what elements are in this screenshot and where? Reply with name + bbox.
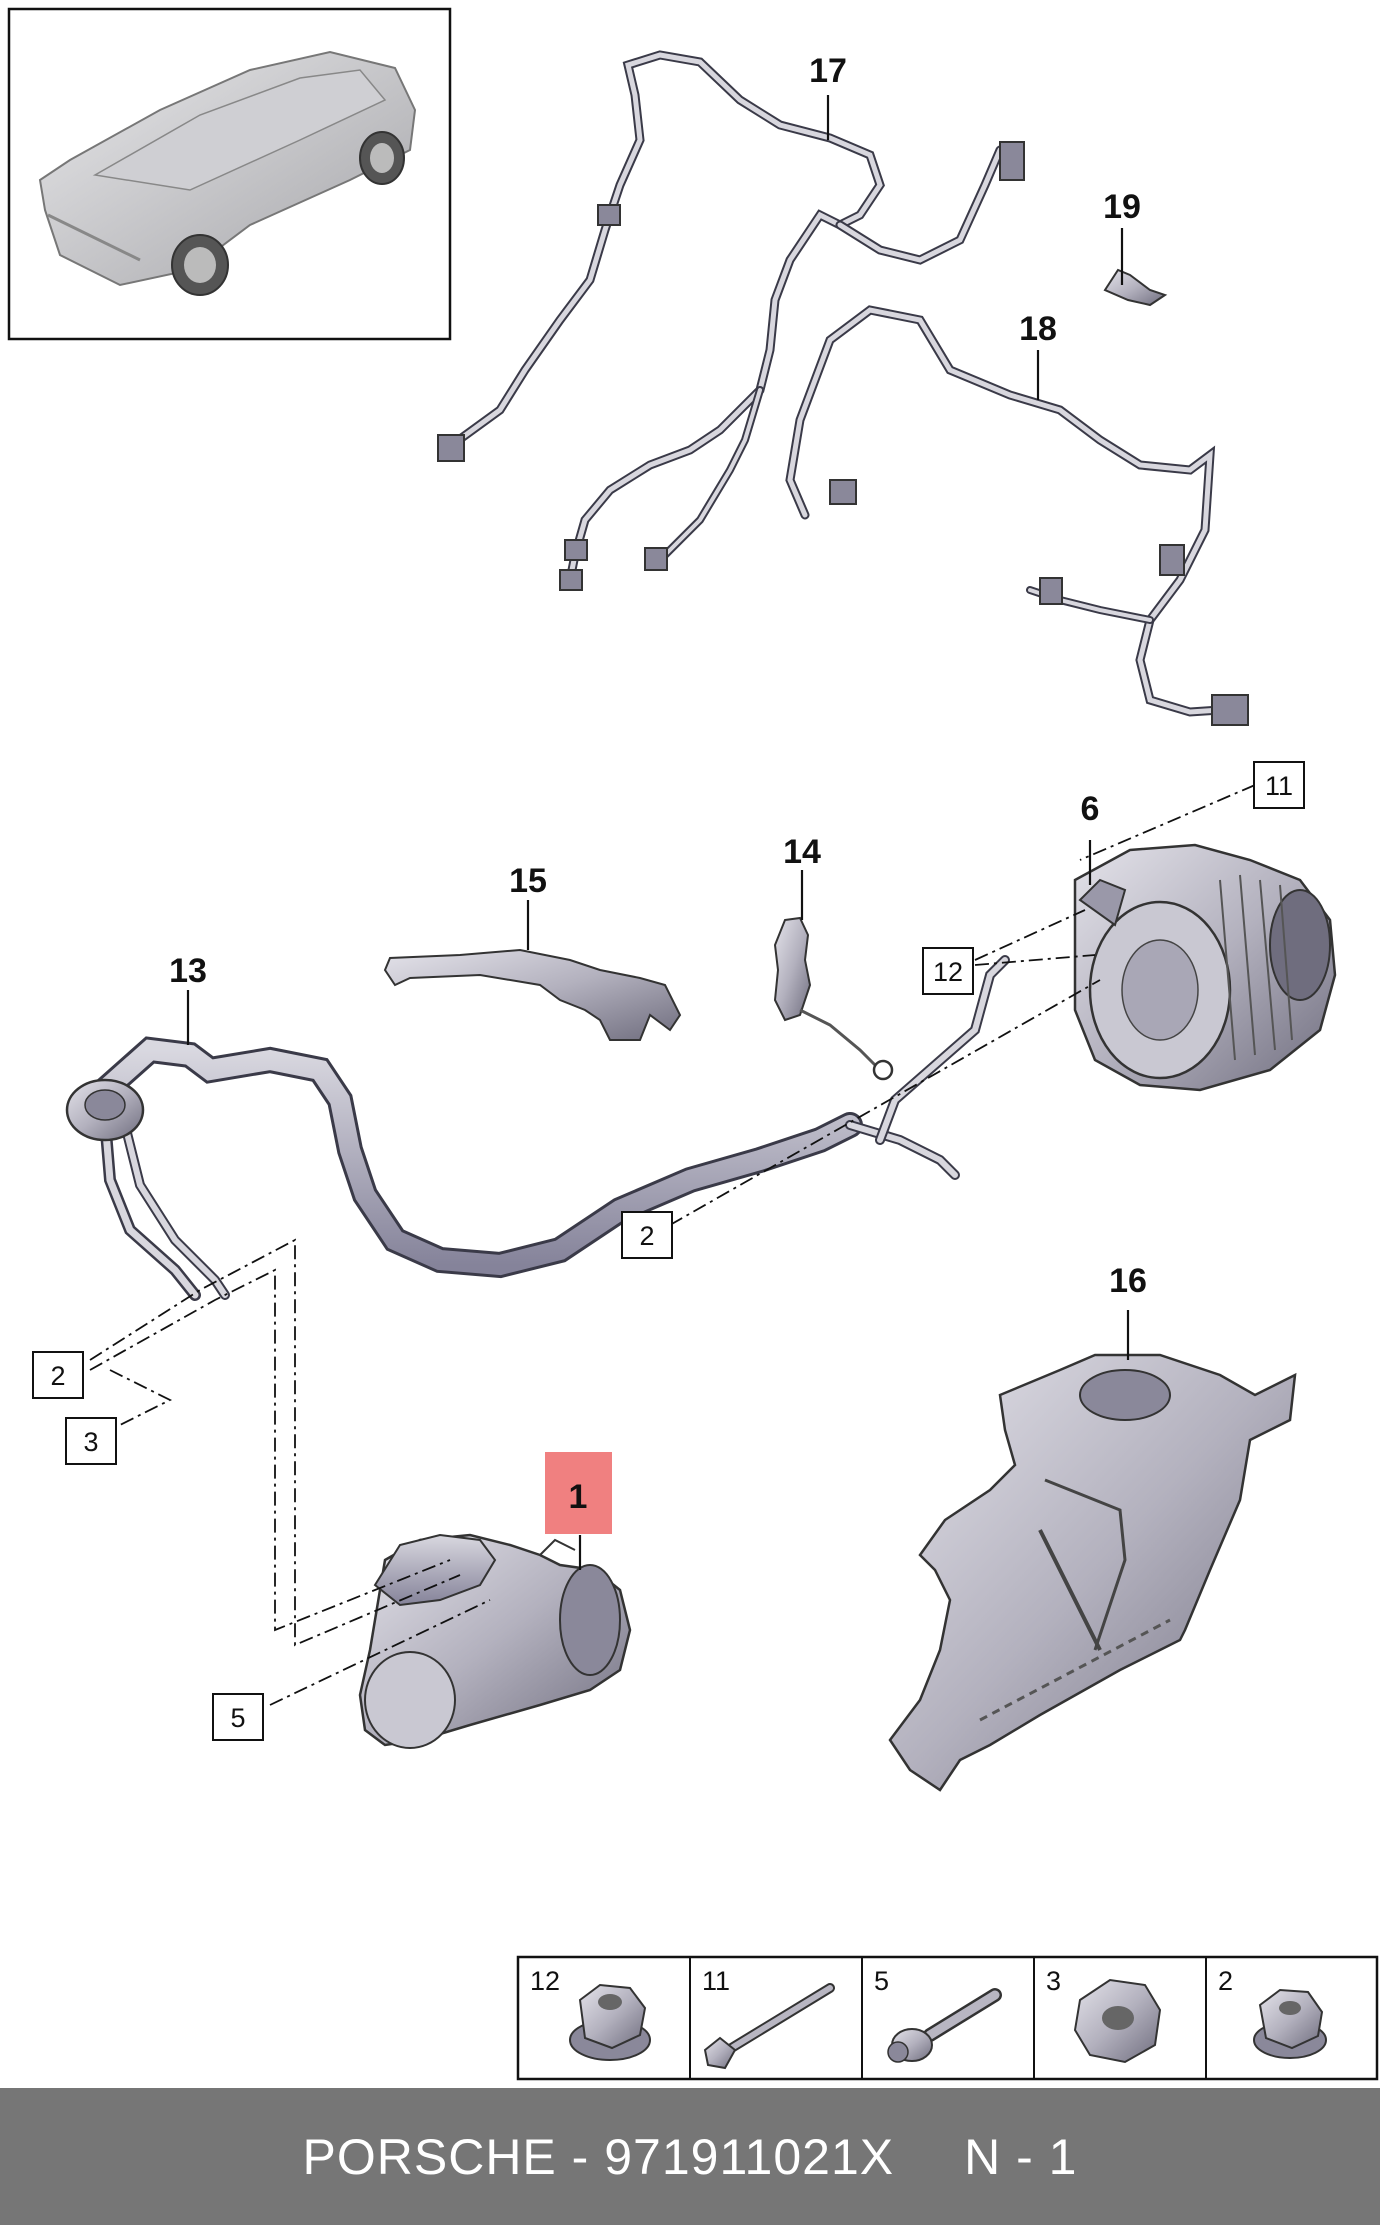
wiring-harness-18 [785,305,1249,726]
battery-cable-13 [65,955,1010,1301]
legend-num-5: 5 [874,1966,889,1996]
box-ref-2b: 2 [50,1361,65,1391]
bracket-15 [383,948,682,1041]
starter-motor-1 [358,1533,632,1749]
callout-18: 18 [1019,310,1057,348]
callout-1: 1 [569,1478,588,1516]
footer-bar: PORSCHE - 971911021X N - 1 [0,2088,1380,2225]
callout-6: 6 [1081,790,1100,828]
fastener-legend: 12 11 5 3 2 [516,1955,1379,2081]
flange-nut-icon [569,1983,651,2061]
box-ref-3: 3 [83,1427,98,1457]
box-ref-11: 11 [1265,771,1293,801]
callout-numbers: 17 18 19 6 14 15 13 16 1 [169,52,1147,1516]
callout-16: 16 [1109,1262,1147,1300]
callout-13: 13 [169,952,207,990]
callout-19: 19 [1103,188,1141,226]
callout-14: 14 [783,833,821,871]
box-ref-5: 5 [230,1703,245,1733]
box-ref-12: 12 [933,957,963,987]
legend-num-12: 12 [530,1966,560,1996]
heat-shield-16 [888,1353,1297,1792]
part-1-highlight [545,1452,612,1534]
legend-num-11: 11 [702,1966,730,1996]
long-bolt-icon [703,1983,835,2070]
sensor-14 [773,916,894,1081]
clip-19 [1103,268,1168,307]
boxed-references: 11 12 2 2 3 5 [32,761,1305,1741]
footer-page: N - 1 [964,2128,1078,2185]
leader-lines [186,95,1130,1570]
box-ref-2a: 2 [639,1221,654,1251]
vehicle-thumbnail [7,7,452,341]
callout-15: 15 [509,862,547,900]
wiring-harness-17 [437,50,1025,591]
legend-num-2: 2 [1218,1966,1233,1996]
bolt-icon [887,1988,1002,2063]
alternator-6 [1073,843,1337,1092]
flange-nut-icon [1253,1988,1327,2059]
legend-num-3: 3 [1046,1966,1061,1996]
hex-nut-icon [1073,1978,1162,2064]
footer-title: PORSCHE - 971911021X [302,2128,895,2185]
callout-17: 17 [809,52,847,90]
connector-lines [89,784,1256,1706]
